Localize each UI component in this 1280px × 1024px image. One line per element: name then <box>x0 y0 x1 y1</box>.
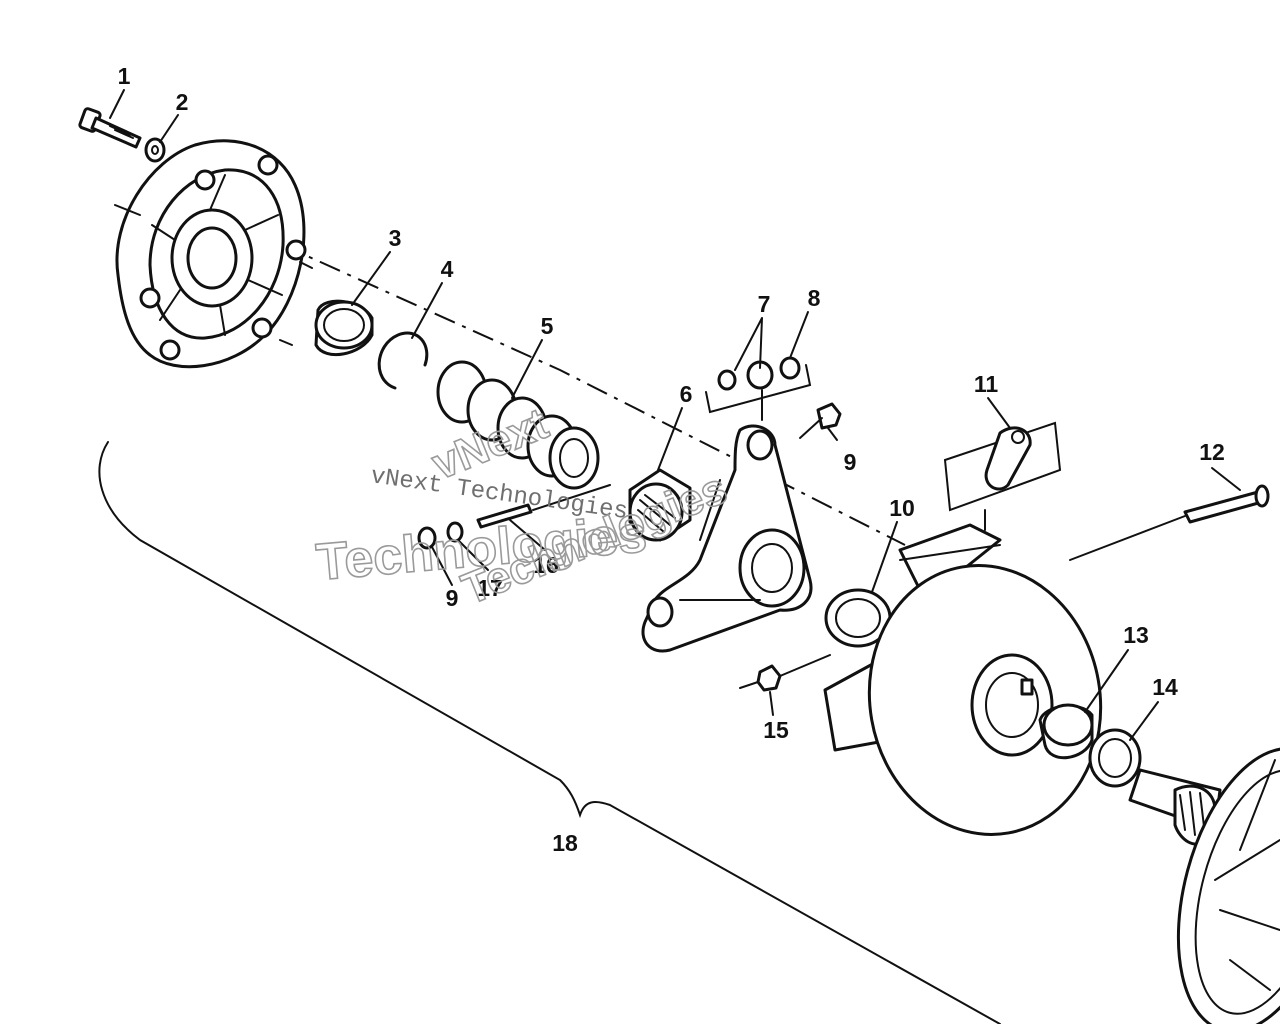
callout-9-upper: 9 <box>844 449 857 475</box>
callout-17: 17 <box>477 575 503 601</box>
callout-15: 15 <box>763 717 789 743</box>
part-14-washer <box>1088 728 1142 788</box>
spider-arm <box>641 424 813 653</box>
callout-7: 7 <box>758 291 771 317</box>
part-11-weight-group <box>943 421 1062 531</box>
part-4-snap-ring <box>377 331 429 390</box>
part-15-nut <box>739 654 831 692</box>
callout-8: 8 <box>808 285 821 311</box>
callout-16: 16 <box>533 552 559 578</box>
moveable-sheave <box>823 523 1103 836</box>
callout-14: 14 <box>1152 674 1178 700</box>
callout-13: 13 <box>1123 622 1149 648</box>
callout-2: 2 <box>176 89 189 115</box>
callout-5: 5 <box>541 313 554 339</box>
part-12-pin <box>1069 484 1270 561</box>
part-2-washer <box>144 137 166 163</box>
callout-11: 11 <box>974 371 999 397</box>
callout-4: 4 <box>441 256 454 282</box>
part-1-bolt <box>78 107 142 149</box>
callout-6: 6 <box>680 381 693 407</box>
cover-plate <box>114 139 313 369</box>
fixed-sheave-shaft <box>1128 747 1280 1024</box>
callout-1: 1 <box>118 63 131 89</box>
watermark: vNext Technologies vNext Technologies Te… <box>313 398 734 615</box>
part-5-spring <box>436 360 600 490</box>
part-6-spider-nut <box>628 468 692 542</box>
callout-12: 12 <box>1199 439 1225 465</box>
callout-10: 10 <box>889 495 915 521</box>
callout-18: 18 <box>552 830 578 856</box>
part-9-button-upper <box>799 402 842 439</box>
part-3-bushing <box>314 299 374 356</box>
parts-7-8-roller-group <box>705 356 812 421</box>
center-axis-line <box>204 209 906 546</box>
parts-16-17-9-pin-group <box>417 484 611 550</box>
callout-3: 3 <box>389 225 402 251</box>
part-13-bushing <box>1038 703 1094 760</box>
leader-lines <box>109 89 1241 741</box>
callout-labels: 1 2 3 4 5 6 7 8 9 9 10 11 12 13 14 15 16… <box>118 63 1225 856</box>
assembly-bracket-18 <box>98 441 1001 1024</box>
callout-9-lower: 9 <box>446 585 459 611</box>
